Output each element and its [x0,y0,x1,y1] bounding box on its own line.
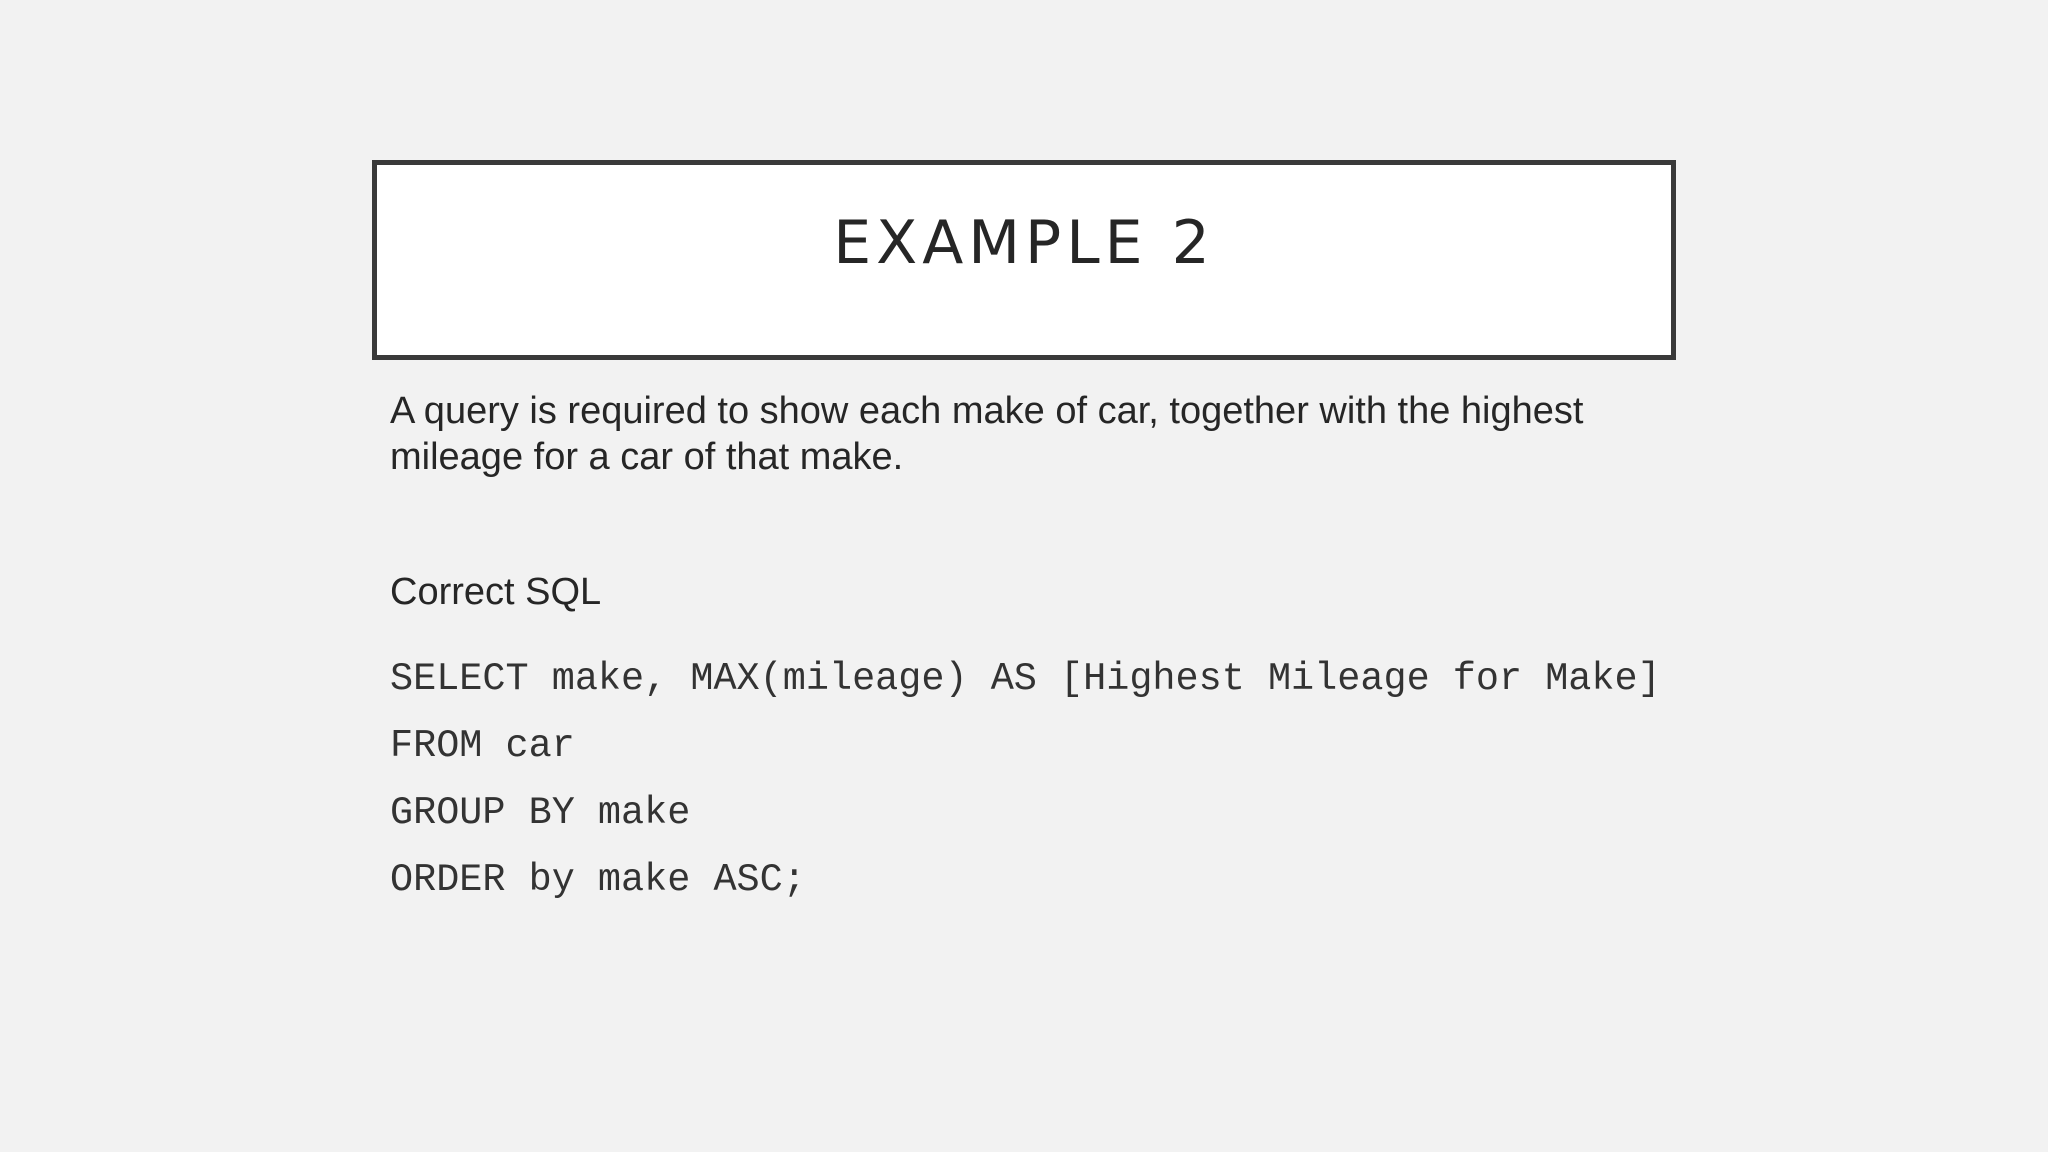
code-line-select: SELECT make, MAX(mileage) AS [Highest Mi… [390,657,1661,701]
slide-description: A query is required to show each make of… [390,390,1584,478]
title-box: EXAMPLE 2 [372,160,1676,360]
sql-code-block: SELECT make, MAX(mileage) AS [Highest Mi… [390,646,1690,914]
slide-title: EXAMPLE 2 [833,208,1215,278]
code-line-order-by: ORDER by make ASC; [390,858,806,902]
code-line-from: FROM car [390,724,575,768]
code-line-group-by: GROUP BY make [390,791,691,835]
code-heading: Correct SQL [390,571,602,613]
